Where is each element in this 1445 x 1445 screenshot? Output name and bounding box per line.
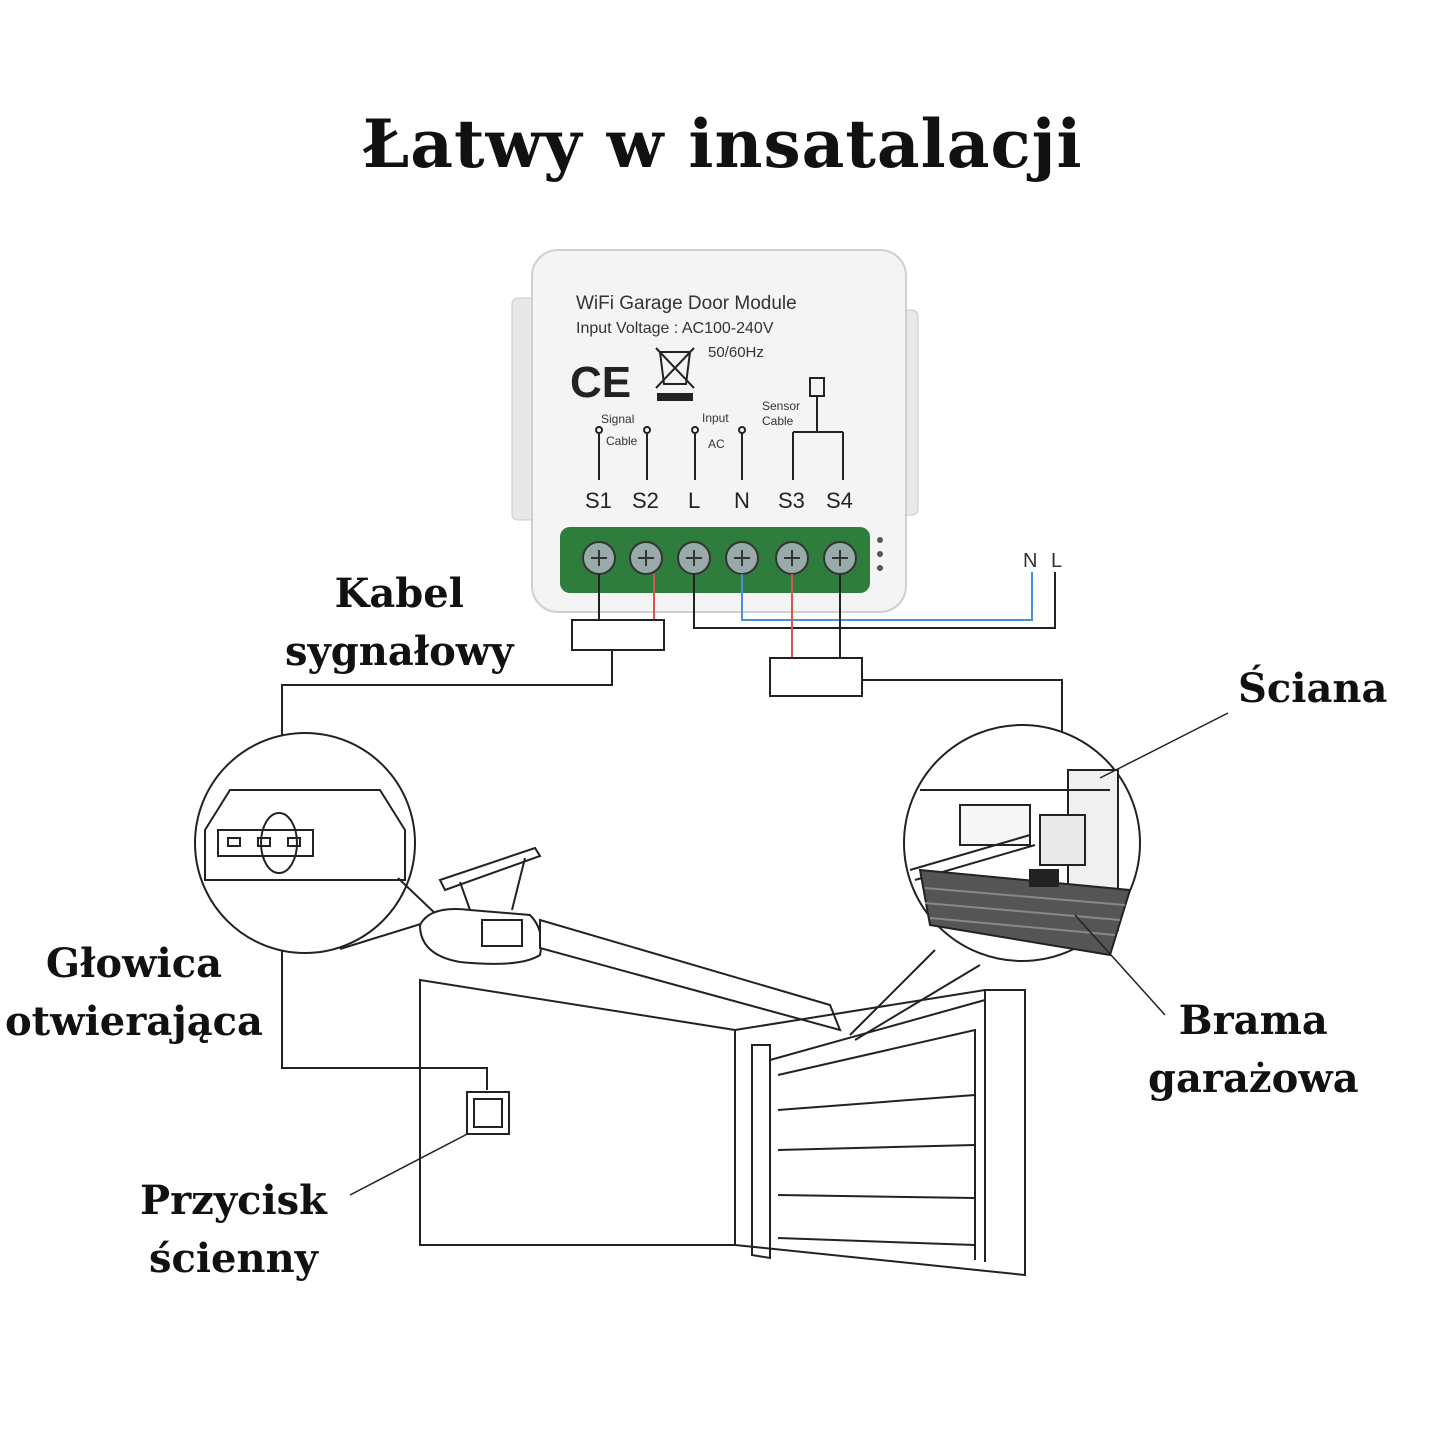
neutral-wire: [741, 572, 1033, 621]
label-wall: Ściana: [1238, 665, 1388, 712]
label-wall-button: Przycisk ścienny: [140, 1172, 327, 1288]
opener-zoom-circle: [194, 732, 441, 954]
signal-cable-label: Cable: [606, 434, 638, 448]
wires: [281, 572, 1063, 1090]
label-signal-cable: Kabel sygnałowy: [285, 565, 513, 681]
module-housing: [531, 249, 907, 613]
label-garage-door: Brama garażowa: [1148, 992, 1359, 1108]
terminal-label: S4: [826, 488, 853, 513]
input-label: Input: [702, 411, 729, 425]
sensor-connector-box: [769, 657, 863, 697]
label-line: sygnałowy: [285, 628, 514, 675]
garage-opener: [418, 846, 842, 1032]
label-line: ścienny: [148, 1235, 318, 1282]
label-line: otwierająca: [5, 998, 263, 1045]
sensor-label: Sensor: [762, 399, 800, 413]
module-frequency: 50/60Hz: [708, 344, 764, 361]
mains-n-label: N: [1023, 550, 1037, 572]
weee-bin-icon: [655, 347, 695, 401]
terminal-label: N: [734, 488, 750, 513]
label-line: garażowa: [1148, 1055, 1359, 1102]
mains-l-label: L: [1051, 550, 1062, 572]
led-dot: [877, 537, 883, 543]
label-opener-head: Głowica otwierająca: [5, 935, 263, 1051]
module-name: WiFi Garage Door Module: [576, 293, 797, 314]
led-dot: [877, 565, 883, 571]
terminal-screws: [582, 541, 857, 575]
wall-push-button: [466, 1091, 510, 1135]
terminal-label: S2: [632, 488, 659, 513]
label-line: Brama: [1178, 997, 1328, 1044]
label-line: Kabel: [334, 570, 464, 617]
garage-structure: [419, 978, 1026, 1277]
terminal-label: S3: [778, 488, 805, 513]
terminal-label: L: [688, 488, 700, 513]
label-line: Przycisk: [140, 1177, 327, 1224]
sensor-zoom-circle: [849, 724, 1141, 1041]
led-dot: [877, 551, 883, 557]
wifi-module: WiFi Garage Door Module Input Voltage : …: [511, 249, 919, 613]
ac-label: AC: [708, 437, 725, 451]
sensor-cable-label: Cable: [762, 414, 794, 428]
terminal-label: S1: [585, 488, 612, 513]
signal-connector-box: [571, 619, 665, 651]
label-line: Głowica: [45, 940, 223, 987]
signal-label: Signal: [601, 412, 634, 426]
page-title: Łatwy w insatalacji: [362, 105, 1083, 183]
module-voltage: Input Voltage : AC100-240V: [576, 320, 774, 337]
module-schematic: [595, 377, 844, 480]
ce-mark: CE: [570, 358, 631, 407]
live-wire: [693, 572, 1056, 629]
pointer-lines: [349, 712, 1229, 1196]
